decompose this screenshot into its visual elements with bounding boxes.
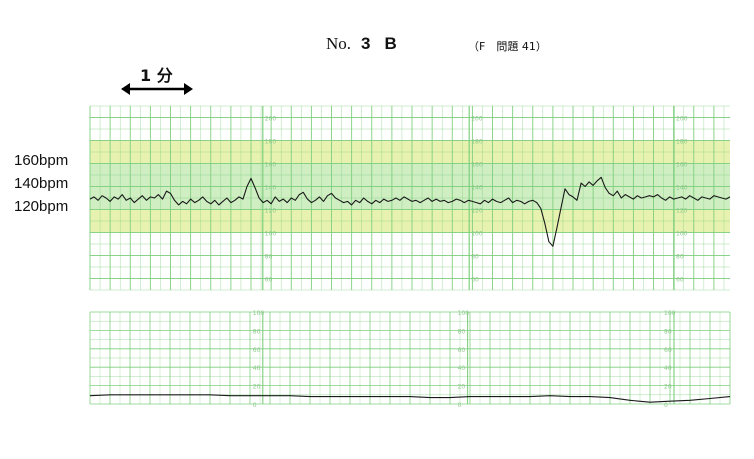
uc-trace xyxy=(89,394,731,403)
bpm-label-120: 120bpm xyxy=(14,198,69,215)
fhr-tick-label: 100 xyxy=(471,231,483,238)
uc-tick-label: 20 xyxy=(253,384,261,391)
uc-tick-label: 100 xyxy=(458,310,470,317)
record-number: 3 xyxy=(361,34,371,53)
uc-tick-label: 20 xyxy=(664,384,672,391)
fhr-tick-label: 160 xyxy=(265,162,277,169)
uc-tick-label: 80 xyxy=(458,328,466,335)
time-scale-label: 1 分 xyxy=(140,66,173,85)
fhr-tick-label: 100 xyxy=(265,231,277,238)
record-letter: B xyxy=(384,34,397,53)
fhr-tick-label: 140 xyxy=(676,185,688,192)
uc-tick-label: 40 xyxy=(664,365,672,372)
fhr-tick-label: 140 xyxy=(471,185,483,192)
fhr-tick-label: 100 xyxy=(676,231,688,238)
fhr-tick-label: 180 xyxy=(471,139,483,146)
fhr-tick-label: 160 xyxy=(676,162,688,169)
fhr-tick-label: 60 xyxy=(676,277,684,284)
record-subtitle: （F 問題 41） xyxy=(468,40,547,53)
bpm-label-140: 140bpm xyxy=(14,175,69,192)
uc-tick-label: 60 xyxy=(664,347,672,354)
fhr-tick-label: 60 xyxy=(265,277,273,284)
uc-tick-label: 0 xyxy=(458,402,462,409)
bpm-label-160: 160bpm xyxy=(14,152,69,169)
fhr-tick-label: 80 xyxy=(265,254,273,261)
fhr-tick-label: 180 xyxy=(676,139,688,146)
fhr-tick-label: 200 xyxy=(676,116,688,123)
fhr-tick-label: 60 xyxy=(471,277,479,284)
uc-tick-label: 100 xyxy=(664,310,676,317)
fhr-tick-label: 140 xyxy=(265,185,277,192)
fetal-heart-rate-chart: 60 80 100 120 140 160 180 200 60 80 100 120 140 160 18… xyxy=(89,105,731,291)
uc-tick-label: 60 xyxy=(458,347,466,354)
fhr-tick-label: 120 xyxy=(265,208,277,215)
uc-tick-label: 60 xyxy=(253,347,261,354)
fhr-tick-label: 80 xyxy=(676,254,684,261)
fhr-tick-label: 160 xyxy=(471,162,483,169)
fhr-tick-label: 120 xyxy=(471,208,483,215)
uc-tick-label: 20 xyxy=(458,384,466,391)
time-scale-arrow-icon xyxy=(121,83,193,95)
uc-tick-label: 0 xyxy=(664,402,668,409)
fhr-tick-label: 200 xyxy=(265,116,277,123)
fhr-tick-label: 80 xyxy=(471,254,479,261)
uc-tick-label: 40 xyxy=(458,365,466,372)
fhr-tick-label: 180 xyxy=(265,139,277,146)
uc-tick-label: 40 xyxy=(253,365,261,372)
uc-tick-label: 80 xyxy=(664,328,672,335)
uc-tick-label: 0 xyxy=(253,402,257,409)
uc-tick-label: 80 xyxy=(253,328,261,335)
fhr-tick-label: 200 xyxy=(471,116,483,123)
record-no-label: No. xyxy=(326,34,352,53)
uc-tick-label: 100 xyxy=(253,310,265,317)
fhr-trace xyxy=(89,176,731,247)
fhr-tick-label: 120 xyxy=(676,208,688,215)
